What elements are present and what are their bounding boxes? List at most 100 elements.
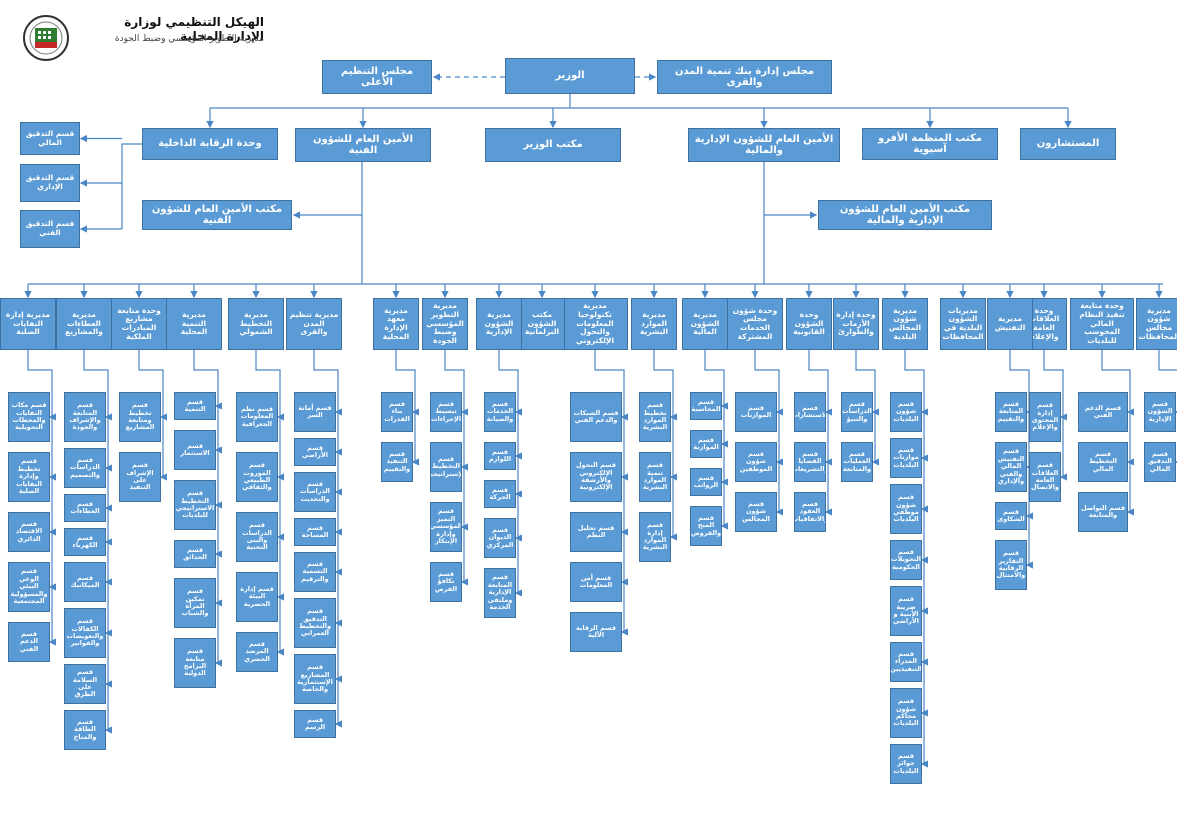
section-box: قسم العطاءات: [64, 494, 106, 522]
section-box: قسم مكاب النفايات والمحطات التحويلية: [8, 392, 50, 442]
section-box: قسم جوائز البلديات: [890, 744, 922, 784]
section-box: قسم الموازنات: [735, 392, 777, 432]
section-box: قسم الرقابة الآلية: [570, 612, 622, 652]
section-box: قسم إدارة البيئة الحضرية: [236, 572, 278, 622]
directorate-box: مديرية التنمية المحلية: [166, 298, 222, 350]
section-box: قسم الدراسات والتنبؤ: [841, 392, 873, 432]
section-box: قسم التحويلات الحكومية: [890, 540, 922, 580]
directorate-box: مديرية التطوير المؤسسي وضبط الجودة: [422, 298, 468, 350]
section-box: قسم التدقيق والتخطيط العمراني: [294, 598, 336, 648]
directorate-box: مديرية التخطيط الشمولي: [228, 298, 284, 350]
ministry-logo: [22, 14, 70, 62]
directorate-box: مديرية شؤون مجالس المحافظات: [1136, 298, 1177, 350]
section-box: قسم التخطيط المالي: [1078, 442, 1128, 482]
section-box: قسم شؤون المجالس: [735, 492, 777, 532]
directorate-box: مديرية تكنولوجيا المعلومات والتحول الإلك…: [562, 298, 628, 350]
section-box: قسم متابعة البرامج الدولية: [174, 638, 216, 688]
section-box: قسم الموروث الطبيعي والثقافي: [236, 452, 278, 502]
section-box: قسم التخطيط الإستراتيجي: [430, 442, 462, 492]
section-box: قسم تحليل النظم: [570, 512, 622, 552]
section-box: قسم تكافؤ الفرص: [430, 562, 462, 602]
node-advisors: المستشارون: [1020, 128, 1116, 160]
section-box: قسم الحدائق: [174, 540, 216, 568]
section-box: قسم الدعم الفني: [8, 622, 50, 662]
node-internal-control: وحدة الرقابة الداخلية: [142, 128, 278, 160]
section-spine: [855, 350, 876, 462]
section-box: قسم التدقيق المالي: [1144, 442, 1176, 482]
section-box: قسم الدعم الفني: [1078, 392, 1128, 432]
section-box: قسم المدراء التنفيذيين: [890, 642, 922, 682]
section-box: قسم المتابعة الإدارية وملتقى الخدمة: [484, 568, 516, 618]
page-subtitle: مديرية التطوير المؤسسي وضبط الجودة: [114, 34, 264, 44]
directorate-box: وحدة متابعة تنفيذ النظام المالي المحوسب …: [1070, 298, 1134, 350]
section-box: قسم الرواتب: [690, 468, 722, 496]
section-box: قسم بناء القدرات: [381, 392, 413, 432]
section-box: قسم المشاريع الإستثمارية والخاصة: [294, 654, 336, 704]
section-box: قسم التقارير الرقابية والامتثال: [995, 540, 1027, 590]
node-fin-audit: قسم التدقيق المالي: [20, 122, 80, 155]
section-box: قسم الاقتصاد الدائري: [8, 512, 50, 552]
section-box: قسم التواصل والمتابعة: [1078, 492, 1128, 532]
section-box: قسم التحول الإلكتروني والأرشفة الإلكترون…: [570, 452, 622, 502]
directorate-box: وحدة إدارة الأزمات والطوارئ: [833, 298, 879, 350]
section-box: قسم الكفالات والتعويضات والفواتير: [64, 608, 106, 658]
section-spine: [444, 350, 465, 582]
directorate-box: مديرية الموارد البشرية: [631, 298, 677, 350]
directorate-box: مديرية التفتيش: [987, 298, 1033, 350]
directorate-box: مديرية شؤون المجالس البلدية: [882, 298, 928, 350]
section-box: قسم إدارة الموارد البشرية: [639, 512, 671, 562]
section-box: قسم الميكانيك: [64, 562, 106, 602]
section-box: قسم المنح والقروض: [690, 506, 722, 546]
directorate-box: وحدة شؤون مجلس الخدمات المشتركة: [727, 298, 783, 350]
node-sg-tech-office: مكتب الأمين العام للشؤون الفنية: [142, 200, 292, 230]
section-box: قسم القضايا والتشريعات: [794, 442, 826, 482]
section-spine: [138, 350, 164, 477]
section-box: قسم الدراسات والبنى التحتية: [236, 512, 278, 562]
section-box: قسم شؤون موظفي البلديات: [890, 484, 922, 534]
section-box: قسم الموازنة: [690, 430, 722, 458]
node-sg-admin: الأمين العام للشؤون الإدارية والمالية: [688, 128, 840, 162]
section-box: قسم اللوازم: [484, 442, 516, 470]
section-spine: [83, 350, 109, 730]
section-box: قسم الكهرباء: [64, 528, 106, 556]
node-admin-audit: قسم التدقيق الإداري: [20, 164, 80, 202]
section-box: قسم الحركة: [484, 480, 516, 508]
section-spine: [594, 350, 625, 632]
section-box: قسم السلامة على الطرق: [64, 664, 106, 704]
page-title: الهيكل التنظيمي لوزارة الإدارة المحلية: [124, 15, 264, 43]
node-tech-audit: قسم التدقيق الفني: [20, 210, 80, 248]
node-minister-office: مكتب الوزير: [485, 128, 621, 162]
section-box: قسم إدارة المحتوى والإعلام: [1029, 392, 1061, 442]
section-spine: [27, 350, 53, 642]
section-box: قسم تمكين المرأة والشباب: [174, 578, 216, 628]
node-afroasian-office: مكتب المنظمة الأفرو آسيوية: [862, 128, 998, 160]
section-box: قسم المتابعة والتقييم: [995, 392, 1027, 432]
section-spine: [754, 350, 780, 512]
node-bank-council: مجلس إدارة بنك تنمية المدن والقرى: [657, 60, 832, 94]
section-box: قسم أمن المعلومات: [570, 562, 622, 602]
directorate-box: مكتب الشؤون البرلمانية: [519, 298, 565, 350]
section-spine: [313, 350, 339, 724]
section-box: قسم ضريبة الأبنية و الأراضي: [890, 586, 922, 636]
section-spine: [904, 350, 925, 764]
section-box: قسم التنفيذ والتقييم: [381, 442, 413, 482]
section-box: قسم شؤون الموظفين: [735, 442, 777, 482]
directorate-box: مديريات الشؤون البلدية في المحافظات: [940, 298, 986, 350]
directorate-box: مديرية تنظيم المدن والقرى: [286, 298, 342, 350]
section-box: قسم تنمية الموارد البشرية: [639, 452, 671, 502]
directorate-box: مديرية الشؤون المالية: [682, 298, 728, 350]
directorate-box: وحدة متابعة مشاريع المبادرات الملكية: [111, 298, 167, 350]
section-box: قسم التميز المؤسسي وإدارة الإبتكار: [430, 502, 462, 552]
section-box: قسم العمليات والمتابعة: [841, 442, 873, 482]
section-box: قسم الدراسات والتحديث: [294, 472, 336, 512]
section-box: قسم أمانة السر: [294, 392, 336, 432]
section-box: قسم العقود والاتفاقيات: [794, 492, 826, 532]
section-box: قسم الطاقة والمناخ: [64, 710, 106, 750]
section-box: قسم شؤون محاكم البلديات: [890, 688, 922, 738]
section-box: قسم الوعي البيئي والمسؤولية المجتمعية: [8, 562, 50, 612]
section-box: قسم العلاقات العامة والاتصال: [1029, 452, 1061, 502]
section-box: قسم المتابعة والإشراف والجودة: [64, 392, 106, 442]
section-box: قسم الأراضي: [294, 438, 336, 466]
